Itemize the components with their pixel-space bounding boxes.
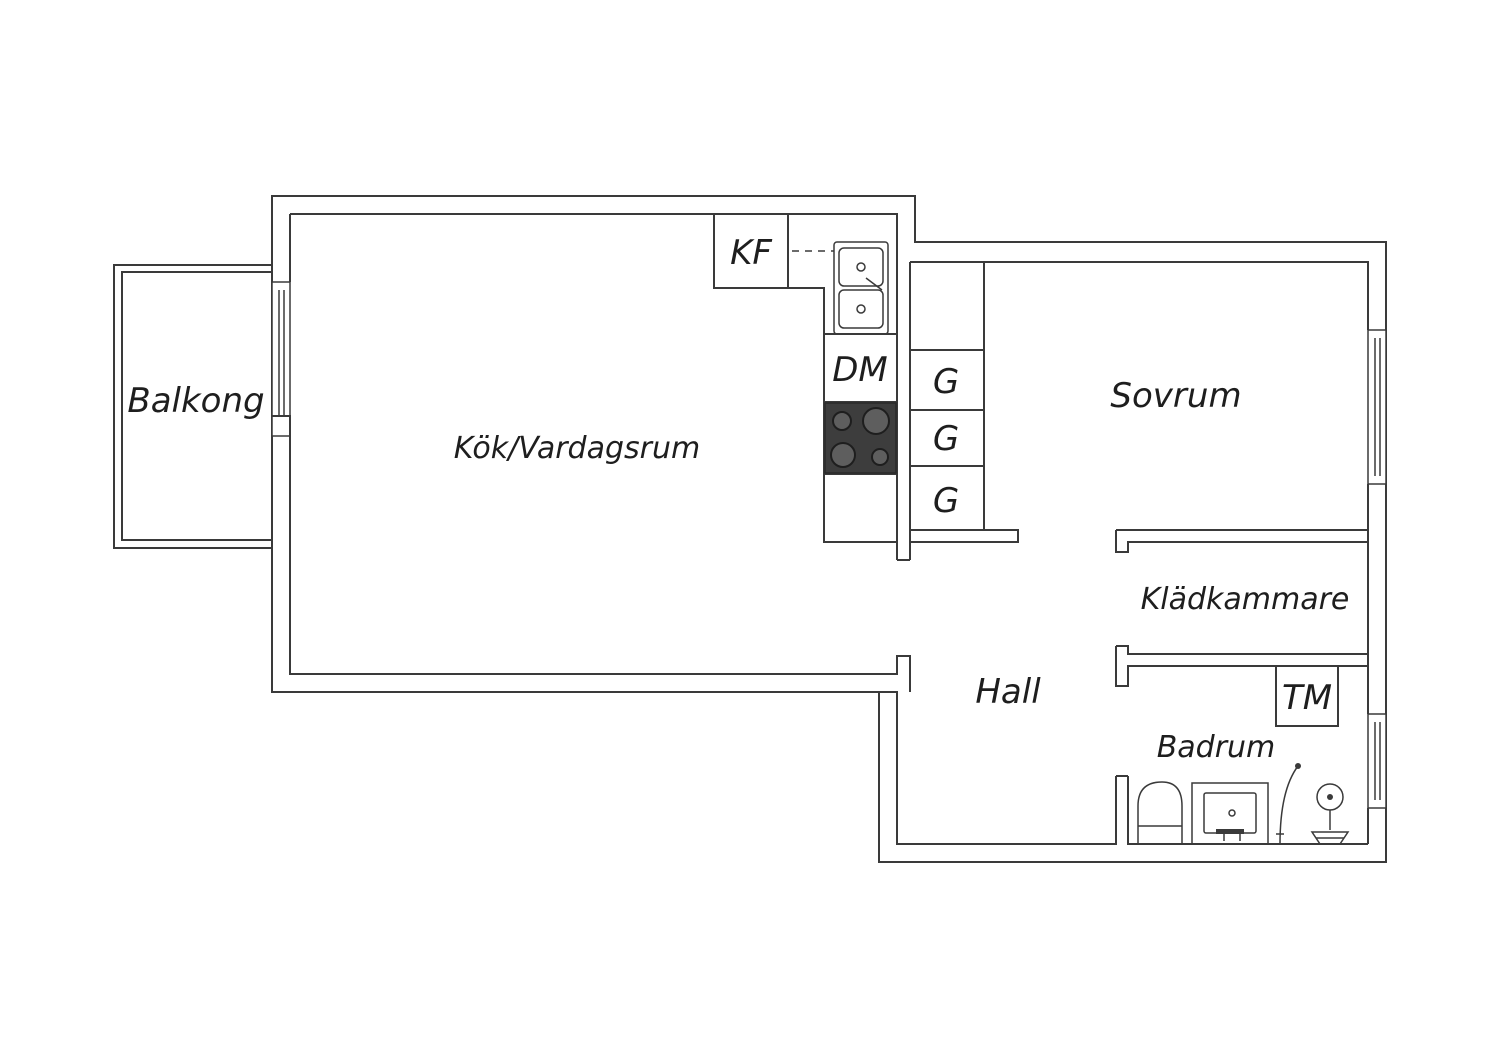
fixture-label-g-3: G xyxy=(933,481,959,521)
room-label-balkong: Balkong xyxy=(127,381,264,421)
bedroom-window xyxy=(1367,329,1387,485)
kitchen-sink-icon xyxy=(833,241,889,335)
balcony-door xyxy=(271,281,291,437)
stove-icon xyxy=(824,402,897,474)
fixture-label-tm: TM xyxy=(1282,678,1332,718)
washing-machine-box xyxy=(1275,665,1339,727)
shower-icon xyxy=(1276,763,1350,845)
fixture-label-g-1: G xyxy=(933,362,959,402)
wardrobes xyxy=(910,262,985,530)
fixture-label-kf: KF xyxy=(730,233,772,273)
room-label-hall: Hall xyxy=(975,672,1041,712)
toilet-icon xyxy=(1137,781,1183,844)
room-label-sovrum: Sovrum xyxy=(1110,376,1241,416)
bathroom-window xyxy=(1367,713,1387,809)
room-label-kladkammare: Klädkammare xyxy=(1141,582,1350,617)
fixture-label-dm: DM xyxy=(832,350,888,390)
exterior-walls xyxy=(271,195,1387,863)
fixture-label-g-2: G xyxy=(933,419,959,459)
room-label-kok-vardagsrum: Kök/Vardagsrum xyxy=(454,431,700,466)
bathroom-sink-icon xyxy=(1191,782,1269,845)
room-label-badrum: Badrum xyxy=(1157,730,1276,765)
interior-walls xyxy=(910,529,1368,777)
balcony xyxy=(113,264,272,549)
